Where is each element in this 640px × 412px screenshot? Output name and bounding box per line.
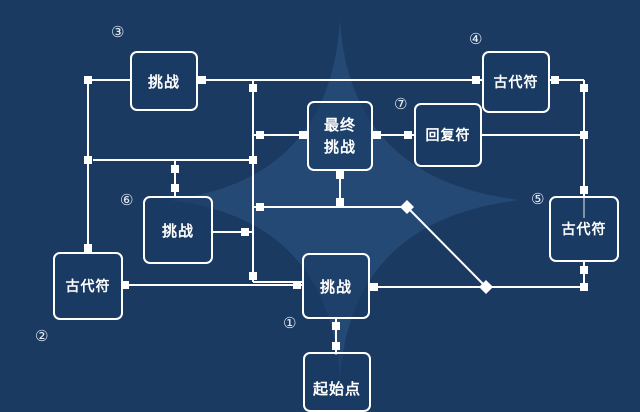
connector-dot — [198, 76, 206, 84]
node-restore-7: 回复符 — [414, 103, 482, 167]
node-challenge-6: 挑战 — [143, 196, 213, 264]
connector-dot — [256, 203, 264, 211]
node-challenge-1: 挑战 — [302, 253, 370, 319]
connector-dot — [332, 342, 340, 350]
connector-dot — [84, 76, 92, 84]
connector-dot — [336, 171, 344, 179]
node-label: 挑战 — [147, 72, 180, 91]
connector-dot — [84, 244, 92, 252]
connector-dot — [121, 281, 129, 289]
marker-1: ① — [283, 314, 297, 332]
connector-dot — [299, 131, 307, 139]
node-start: 起始点 — [303, 352, 371, 412]
junction-diamond — [479, 280, 493, 294]
marker-7: ⑦ — [394, 95, 408, 113]
node-final-challenge: 最终 挑战 — [307, 101, 373, 171]
connector-dot — [332, 322, 340, 330]
connector-dot — [580, 131, 588, 139]
connections-layer — [84, 20, 588, 380]
connector-dot — [293, 281, 301, 289]
marker-6: ⑥ — [120, 191, 134, 209]
marker-4: ④ — [469, 30, 483, 48]
node-label-line2: 挑战 — [323, 138, 356, 156]
node-label: 古代符 — [561, 222, 607, 238]
connector-dot — [336, 198, 344, 206]
connector-dot — [171, 165, 179, 173]
map-diagram: 挑战 古代符 最终 挑战 回复符 挑战 古代符 古代符 挑战 起始点 ③ ④ ⑦… — [35, 20, 619, 412]
connector-dot — [249, 156, 257, 164]
connector-dot — [84, 156, 92, 164]
node-label: 回复符 — [425, 128, 471, 144]
node-label: 古代符 — [65, 279, 111, 295]
connector-dot — [256, 131, 264, 139]
node-label: 起始点 — [312, 380, 361, 398]
node-label: 挑战 — [319, 277, 352, 296]
background-star-glow — [170, 20, 520, 380]
node-ancient-2: 古代符 — [53, 252, 123, 320]
node-label: 古代符 — [493, 75, 539, 91]
marker-3: ③ — [111, 23, 125, 41]
node-ancient-5: 古代符 — [549, 196, 619, 262]
node-challenge-3: 挑战 — [130, 51, 198, 111]
connector-dot — [580, 283, 588, 291]
connector-dot — [551, 76, 559, 84]
connector-dot — [472, 76, 480, 84]
connector-dot — [580, 186, 588, 194]
connector-dot — [373, 131, 381, 139]
edge-diagonal — [406, 206, 487, 288]
connector-dot — [580, 266, 588, 274]
node-label: 挑战 — [161, 221, 194, 240]
node-ancient-4: 古代符 — [482, 51, 550, 113]
connector-dot — [580, 84, 588, 92]
connector-dot — [249, 84, 257, 92]
marker-2: ② — [35, 327, 49, 345]
connector-dot — [171, 184, 179, 192]
junction-diamond — [400, 200, 414, 214]
connector-dot — [249, 272, 257, 280]
marker-5: ⑤ — [531, 190, 545, 208]
connector-dot — [404, 131, 412, 139]
node-label-line1: 最终 — [323, 116, 356, 134]
connector-dot — [370, 283, 378, 291]
connector-dot — [241, 228, 249, 236]
